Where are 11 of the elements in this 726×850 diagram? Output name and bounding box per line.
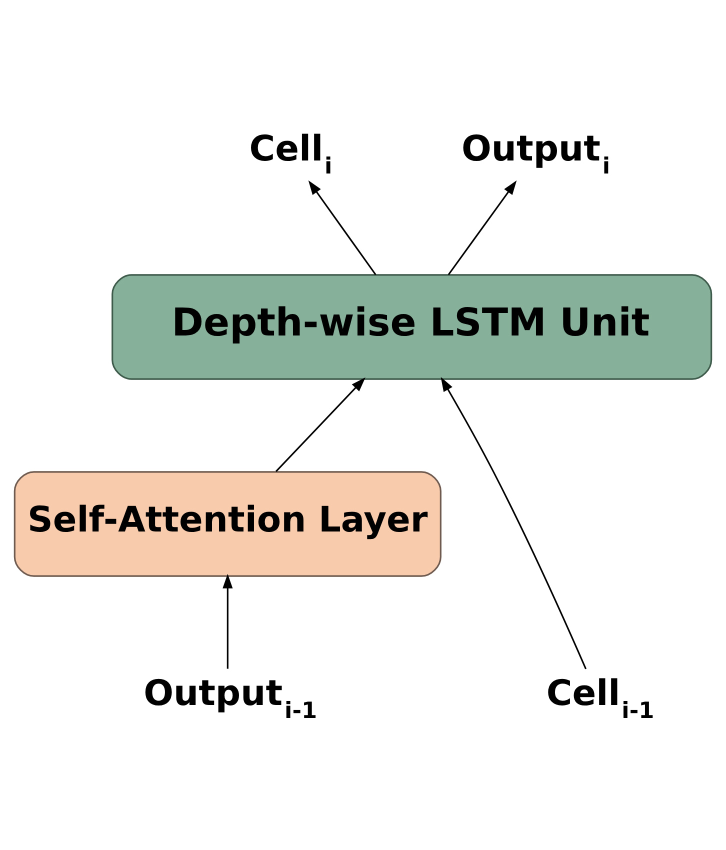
node-text: Cell$_{i}$: [249, 128, 332, 180]
arrow: [275, 376, 366, 472]
arrow: [222, 573, 233, 668]
node-box: Self-Attention Layer: [14, 470, 442, 576]
node-text: Output$_{i-1}$: [144, 672, 318, 724]
node-text: Output$_{i}$: [461, 128, 610, 180]
arrow: [440, 376, 587, 669]
arrow: [448, 180, 517, 275]
node-text: Cell$_{i-1}$: [546, 672, 654, 724]
arrow: [308, 180, 376, 275]
node-box: Depth-wise LSTM Unit: [112, 274, 712, 380]
